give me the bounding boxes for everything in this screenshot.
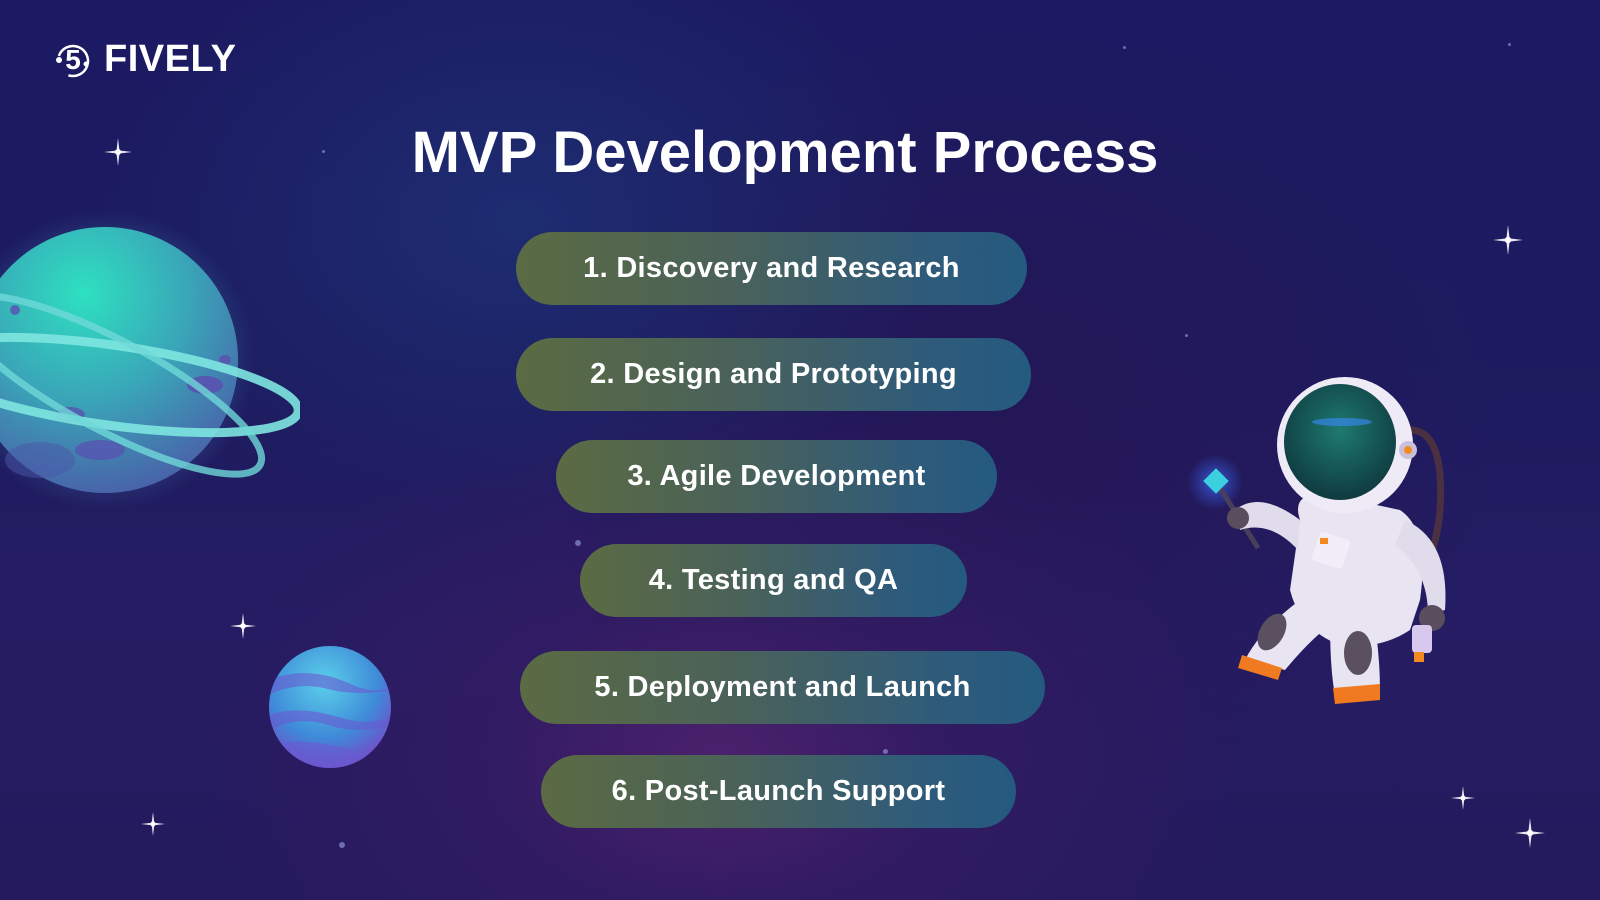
- step-4-pill: 4. Testing and QA: [580, 544, 967, 617]
- step-5-pill: 5. Deployment and Launch: [520, 651, 1045, 724]
- step-label: 3. Agile Development: [627, 460, 926, 492]
- brand-logo: 5 FIVELY: [52, 38, 237, 80]
- svg-text:5: 5: [65, 44, 81, 75]
- sparkle-star-icon: [104, 138, 132, 171]
- step-2-pill: 2. Design and Prototyping: [516, 338, 1031, 411]
- sparkle-star-icon: [1515, 818, 1545, 853]
- sparkle-star-icon: [1493, 225, 1523, 260]
- striped-planet-illustration: [268, 645, 393, 770]
- step-label: 4. Testing and QA: [648, 564, 899, 596]
- star-dot: [339, 842, 345, 848]
- step-label: 1. Discovery and Research: [583, 252, 960, 284]
- star-dot: [1123, 46, 1126, 49]
- astronaut-illustration: [1180, 370, 1470, 750]
- star-dot: [1508, 43, 1511, 46]
- star-dot: [322, 150, 325, 153]
- step-1-pill: 1. Discovery and Research: [516, 232, 1027, 305]
- step-3-pill: 3. Agile Development: [556, 440, 997, 513]
- sparkle-star-icon: [141, 812, 165, 841]
- star-dot: [883, 749, 888, 754]
- step-label: 2. Design and Prototyping: [590, 358, 957, 390]
- step-label: 6. Post-Launch Support: [611, 775, 946, 807]
- star-dot: [1185, 334, 1188, 337]
- sparkle-star-icon: [1451, 786, 1475, 815]
- sparkle-star-icon: [230, 613, 256, 644]
- step-6-pill: 6. Post-Launch Support: [541, 755, 1016, 828]
- ringed-planet-illustration: [0, 210, 303, 510]
- star-dot: [575, 540, 581, 546]
- brand-name: FIVELY: [104, 38, 237, 80]
- page-title: MVP Development Process: [411, 120, 1159, 185]
- five-orbit-logo-icon: 5: [52, 38, 94, 80]
- step-label: 5. Deployment and Launch: [594, 671, 971, 703]
